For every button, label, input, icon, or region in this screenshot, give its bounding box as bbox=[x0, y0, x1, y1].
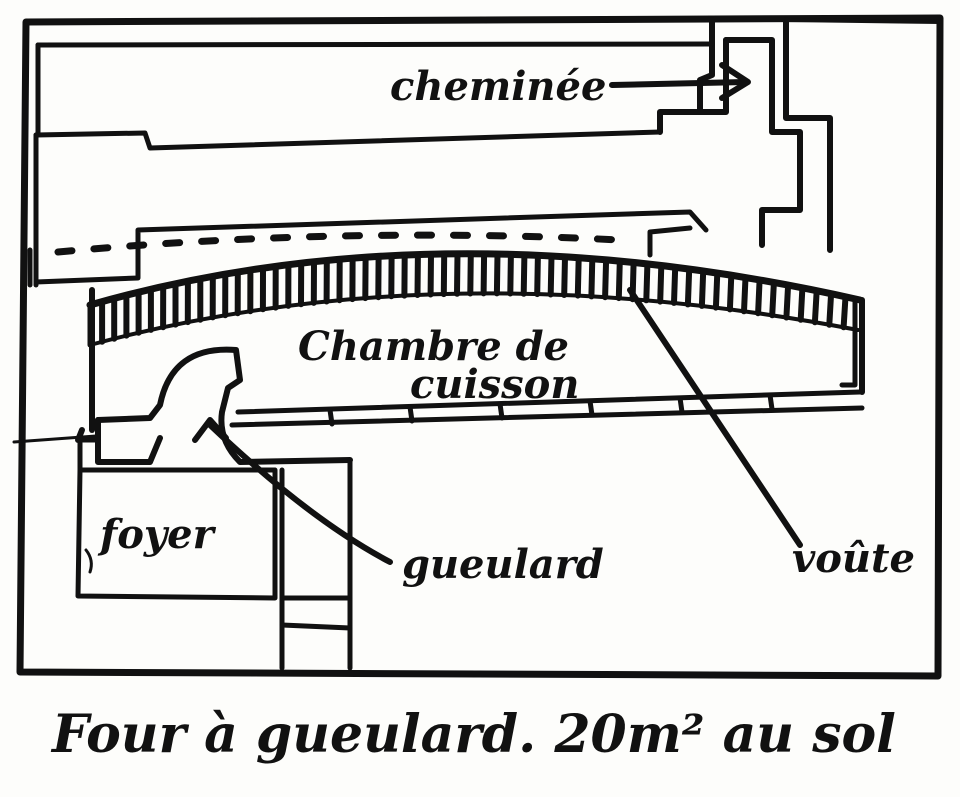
vault-hatch-line bbox=[801, 288, 803, 320]
label-throat: gueulard bbox=[402, 541, 604, 588]
flue-dashes bbox=[58, 235, 620, 252]
vault-hatch-line bbox=[564, 257, 565, 295]
vault-hatch-line bbox=[744, 278, 746, 312]
vault-hatch-line bbox=[786, 285, 788, 317]
throat-arrow bbox=[195, 420, 390, 562]
vault-hatch-line bbox=[772, 282, 774, 315]
label-vault: voûte bbox=[792, 535, 915, 582]
vault-hatch-line bbox=[646, 264, 647, 300]
vault-hatch-line bbox=[537, 255, 538, 294]
vault-hatch-line bbox=[688, 269, 689, 304]
vault-hatch-line bbox=[702, 271, 703, 306]
vault-hatch-line bbox=[497, 254, 498, 293]
vault-pointer bbox=[630, 290, 800, 545]
vault-hatch-line bbox=[844, 297, 846, 328]
vault-hatch-line bbox=[619, 261, 620, 298]
vault-hatch-line bbox=[578, 258, 579, 296]
caption: Four à gueulard. 20m² au sol bbox=[50, 704, 896, 765]
label-chimney: cheminée bbox=[390, 63, 606, 110]
chimney bbox=[660, 20, 940, 250]
vault-hatch-line bbox=[829, 294, 831, 325]
vault-hatch-line bbox=[716, 273, 717, 308]
vault-hatch-line bbox=[605, 260, 606, 297]
vault-hatch-line bbox=[510, 254, 511, 293]
vault-hatch-line bbox=[660, 266, 661, 302]
vault-hatch-line bbox=[524, 255, 525, 294]
vault-hatch-line bbox=[674, 267, 675, 303]
vault-hatch-line bbox=[457, 254, 458, 294]
label-chamber-line2: cuisson bbox=[410, 361, 579, 408]
vault-hatch-line bbox=[591, 259, 592, 297]
chimney-arrow bbox=[612, 65, 748, 98]
vault-hatch-line bbox=[470, 254, 471, 294]
vault-hatch-line bbox=[551, 256, 552, 295]
vault-hatch-line bbox=[730, 275, 731, 309]
vault-hatch-line bbox=[815, 291, 817, 323]
vault-hatch-line bbox=[758, 280, 760, 313]
vault-hatch-line bbox=[484, 254, 485, 294]
label-firebox: foyer bbox=[97, 511, 217, 558]
